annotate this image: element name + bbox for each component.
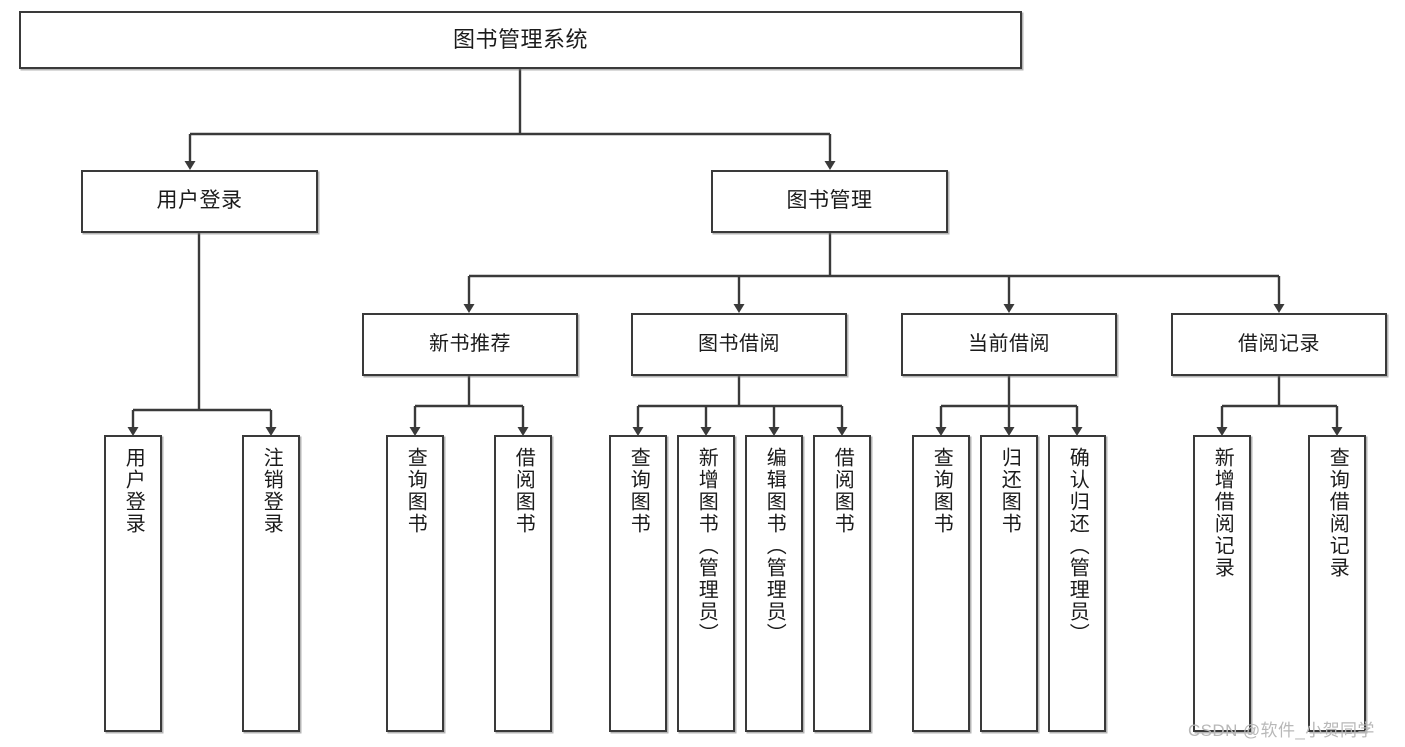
node-label: 查询图书 xyxy=(627,447,650,535)
leaf-query-borrow-record[interactable]: 查询借阅记录 xyxy=(1308,435,1366,732)
node-label: 确认归还（管理员） xyxy=(1066,447,1089,645)
node-new-book-recommend[interactable]: 新书推荐 xyxy=(362,313,578,376)
node-current-borrow[interactable]: 当前借阅 xyxy=(901,313,1117,376)
node-label: 查询图书 xyxy=(930,447,953,535)
node-label: 查询图书 xyxy=(404,447,427,535)
leaf-query-book-new-recommend[interactable]: 查询图书 xyxy=(386,435,444,732)
node-label: 注销登录 xyxy=(260,447,283,535)
node-label: 归还图书 xyxy=(998,447,1021,535)
node-label: 编辑图书（管理员） xyxy=(763,447,786,645)
leaf-add-borrow-record[interactable]: 新增借阅记录 xyxy=(1193,435,1251,732)
node-borrow-record[interactable]: 借阅记录 xyxy=(1171,313,1387,376)
node-label: 借阅图书 xyxy=(512,447,535,535)
node-label: 借阅图书 xyxy=(831,447,854,535)
leaf-add-book-admin[interactable]: 新增图书（管理员） xyxy=(677,435,735,732)
leaf-query-book-borrow[interactable]: 查询图书 xyxy=(609,435,667,732)
node-user-login[interactable]: 用户登录 xyxy=(81,170,318,233)
node-label: 当前借阅 xyxy=(968,332,1050,355)
node-label: 用户登录 xyxy=(122,447,145,535)
node-label: 用户登录 xyxy=(156,189,243,213)
leaf-borrow-book-new-recommend[interactable]: 借阅图书 xyxy=(494,435,552,732)
node-label: 借阅记录 xyxy=(1238,332,1320,355)
node-label: 查询借阅记录 xyxy=(1326,447,1349,579)
leaf-user-login[interactable]: 用户登录 xyxy=(104,435,162,732)
node-label: 图书管理 xyxy=(786,189,873,213)
leaf-return-book[interactable]: 归还图书 xyxy=(980,435,1038,732)
csdn-watermark: CSDN @软件_小贺同学 xyxy=(1188,721,1375,740)
leaf-logout-login[interactable]: 注销登录 xyxy=(242,435,300,732)
node-label: 新增图书（管理员） xyxy=(695,447,718,645)
node-label: 新增借阅记录 xyxy=(1211,447,1234,579)
node-book-borrow[interactable]: 图书借阅 xyxy=(631,313,847,376)
leaf-confirm-return-admin[interactable]: 确认归还（管理员） xyxy=(1048,435,1106,732)
leaf-borrow-book[interactable]: 借阅图书 xyxy=(813,435,871,732)
node-book-management[interactable]: 图书管理 xyxy=(711,170,948,233)
leaf-query-book-current[interactable]: 查询图书 xyxy=(912,435,970,732)
node-label: 新书推荐 xyxy=(429,332,511,355)
leaf-edit-book-admin[interactable]: 编辑图书（管理员） xyxy=(745,435,803,732)
node-root-book-management-system[interactable]: 图书管理系统 xyxy=(19,11,1022,69)
node-label: 图书管理系统 xyxy=(452,27,588,53)
node-label: 图书借阅 xyxy=(698,332,780,355)
